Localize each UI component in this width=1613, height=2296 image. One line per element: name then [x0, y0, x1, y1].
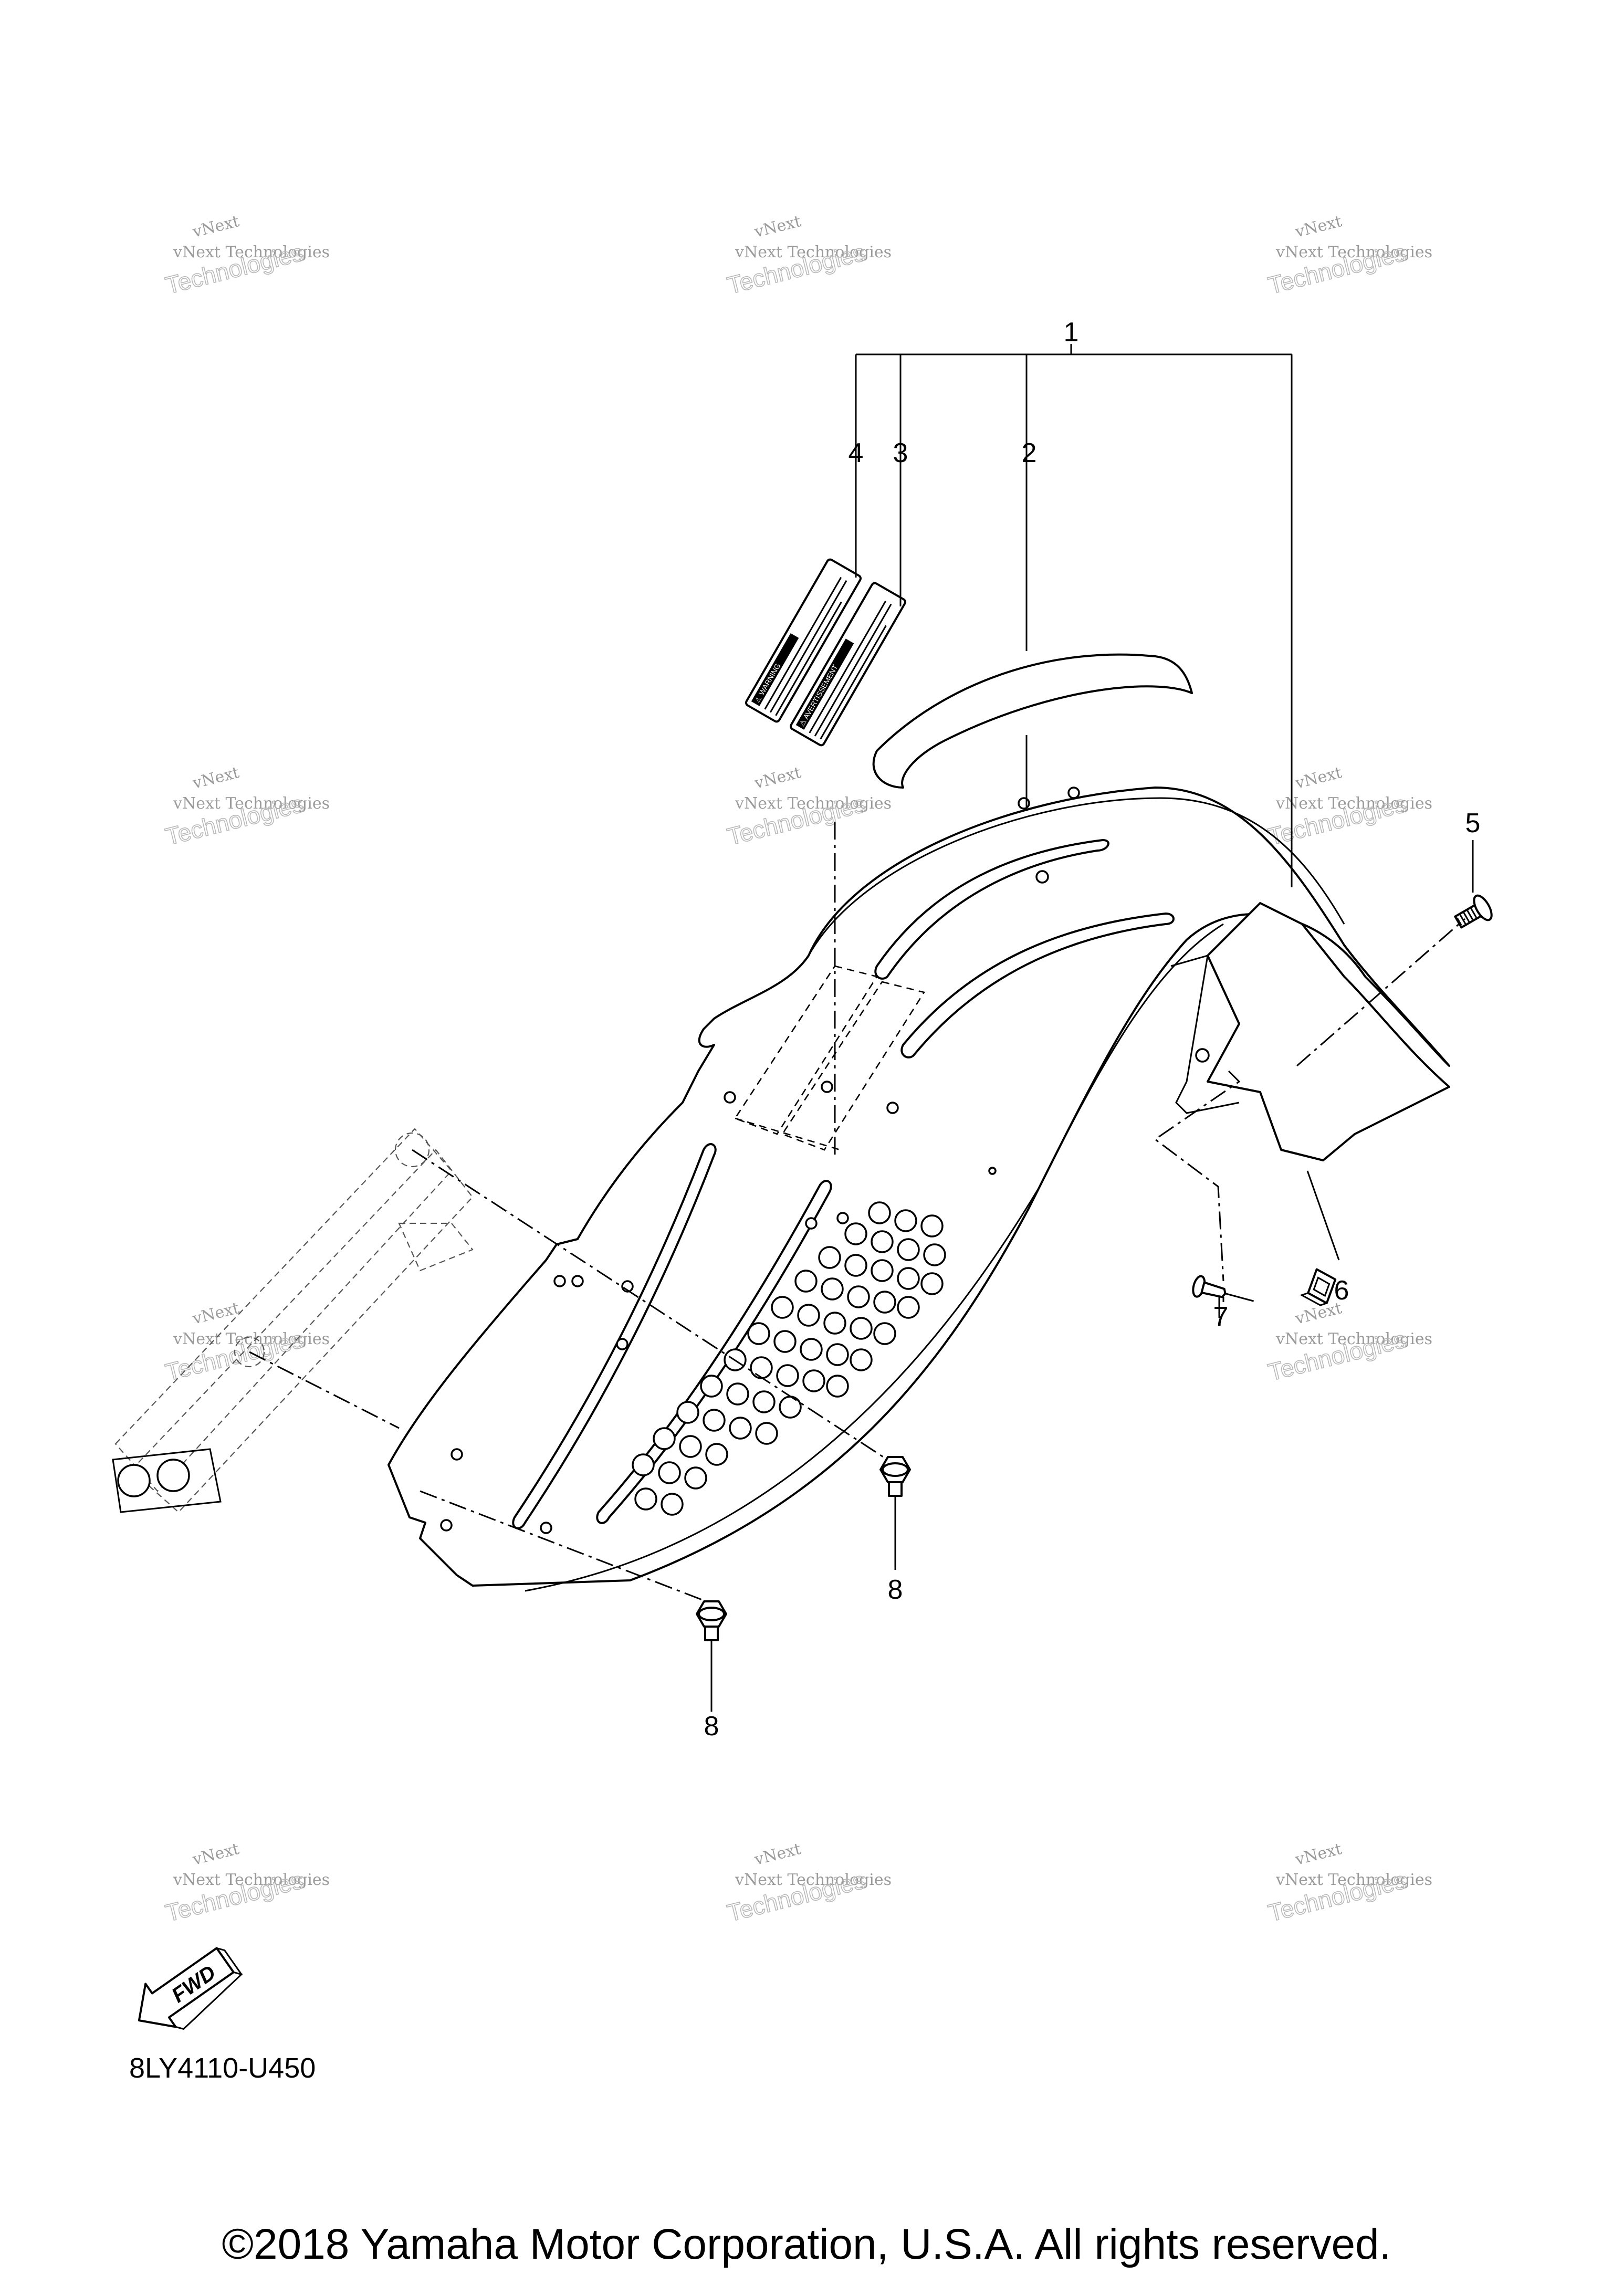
svg-text:vNext: vNext: [190, 763, 241, 793]
svg-text:vNext Technologies: vNext Technologies: [173, 794, 330, 813]
callout-7: 7: [1213, 1302, 1229, 1332]
leader-lines: [710, 344, 1474, 1712]
svg-text:vNext: vNext: [752, 1840, 803, 1869]
svg-text:vNext Technologies: vNext Technologies: [173, 1871, 330, 1889]
rear-fender: [387, 787, 1450, 1592]
watermark: vNext vNext Technologies Technologies: [1265, 1299, 1432, 1386]
svg-text:vNext: vNext: [190, 1840, 241, 1869]
copyright-notice: ©2018 Yamaha Motor Corporation, U.S.A. A…: [222, 2220, 1391, 2268]
svg-text:vNext Technologies: vNext Technologies: [173, 243, 330, 261]
u-nut-6: [1300, 1268, 1337, 1306]
svg-text:vNext: vNext: [1293, 763, 1344, 793]
callout-2: 2: [1022, 438, 1037, 468]
rivet-7: [1192, 1275, 1254, 1302]
svg-text:vNext: vNext: [1293, 212, 1344, 242]
svg-text:vNext: vNext: [1293, 1840, 1344, 1869]
svg-text:vNext Technologies: vNext Technologies: [1275, 1871, 1432, 1889]
callout-4: 4: [849, 438, 864, 468]
callout-8-upper: 8: [888, 1575, 903, 1605]
svg-text:vNext Technologies: vNext Technologies: [1275, 243, 1432, 261]
watermark: vNext vNext Technologies Technologies: [162, 1299, 330, 1386]
watermark: vNext vNext Technologies Technologies: [724, 763, 892, 851]
svg-text:vNext Technologies: vNext Technologies: [735, 1871, 892, 1889]
callout-3: 3: [893, 438, 908, 468]
watermark: vNext vNext Technologies Technologies: [162, 212, 330, 299]
svg-text:vNext: vNext: [190, 1299, 241, 1328]
svg-text:vNext: vNext: [190, 212, 241, 242]
warning-decal-4: ⚠ WARNING: [745, 558, 862, 723]
svg-text:vNext Technologies: vNext Technologies: [735, 243, 892, 261]
flap-trim: [872, 653, 1193, 789]
watermark: vNext vNext Technologies Technologies: [1265, 1840, 1432, 1927]
screw-5: [1454, 894, 1493, 929]
svg-text:vNext Technologies: vNext Technologies: [1275, 1330, 1432, 1348]
watermark: vNext vNext Technologies Technologies: [162, 1840, 330, 1927]
svg-text:vNext: vNext: [752, 212, 803, 242]
callout-8-lower: 8: [704, 1711, 719, 1742]
swingarm-outline: [112, 1128, 474, 1513]
callout-6: 6: [1334, 1275, 1349, 1306]
fender-perforations: [632, 1201, 946, 1516]
diagram-code: 8LY4110-U450: [129, 2052, 316, 2084]
bolt-8-upper: [879, 1456, 911, 1497]
svg-text:vNext Technologies: vNext Technologies: [735, 794, 892, 813]
assembly-lines: [249, 822, 1465, 1602]
watermark: vNext vNext Technologies Technologies: [724, 212, 892, 299]
svg-text:vNext Technologies: vNext Technologies: [1275, 794, 1432, 813]
watermark: vNext vNext Technologies Technologies: [162, 763, 330, 851]
svg-text:vNext Technologies: vNext Technologies: [173, 1330, 330, 1348]
bolt-8-lower: [696, 1600, 727, 1641]
fwd-arrow-icon: FWD: [138, 1947, 243, 2030]
callout-1: 1: [1064, 317, 1079, 348]
callout-5: 5: [1465, 808, 1481, 838]
watermark: vNext vNext Technologies Technologies: [1265, 212, 1432, 299]
watermark: vNext vNext Technologies Technologies: [724, 1840, 892, 1927]
callouts: 1 2 3 4 5 6 7 8 8: [704, 317, 1481, 1742]
svg-text:vNext: vNext: [752, 763, 803, 793]
watermark: vNext vNext Technologies Technologies: [1265, 763, 1432, 851]
